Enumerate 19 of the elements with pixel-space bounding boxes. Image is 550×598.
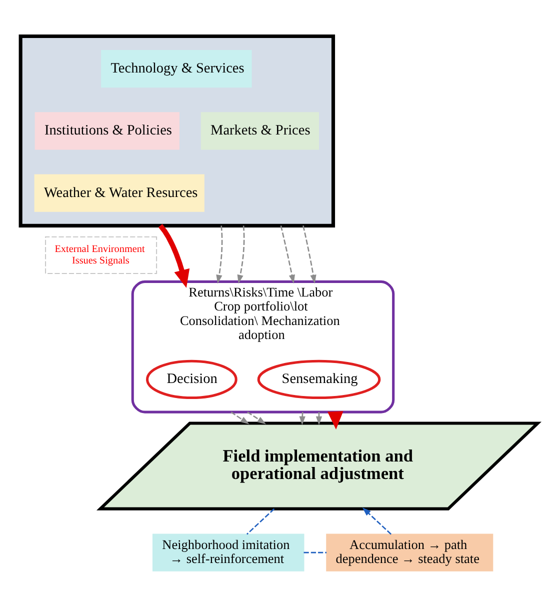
arrow	[280, 225, 295, 284]
node-ellipse: Sensemaking	[257, 359, 381, 399]
node-box: Institutions & Policies	[34, 112, 180, 150]
connector	[304, 551, 326, 553]
arrow	[237, 225, 245, 284]
connector	[246, 508, 275, 534]
arrow	[216, 225, 223, 284]
arrow	[299, 411, 306, 425]
cluster	[18, 34, 336, 227]
node-box: Accumulation → path dependence → steady state	[326, 533, 494, 571]
arrow	[362, 506, 392, 534]
node-box: External Environment Issues Signals	[45, 236, 158, 274]
node-ellipse: Decision	[146, 359, 238, 399]
arrow	[247, 410, 266, 424]
arrow	[302, 225, 316, 284]
node-box: Neighborhood imitation → self-reinforcement	[152, 533, 304, 571]
node-box: Weather & Water Resurces	[34, 174, 204, 212]
arrow	[230, 411, 250, 424]
arrow	[316, 412, 322, 425]
